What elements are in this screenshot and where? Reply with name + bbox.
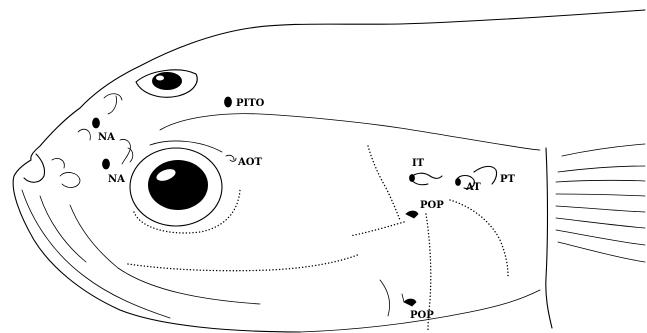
label-na-upper: NA xyxy=(98,132,115,143)
label-na-lower: NA xyxy=(108,174,125,185)
lateral-eye xyxy=(130,141,240,233)
label-pt: PT xyxy=(500,174,516,185)
head-outline xyxy=(13,10,645,332)
label-pop-upper: POP xyxy=(420,200,444,211)
label-aot: AOT xyxy=(237,157,262,168)
dorsal-eye xyxy=(136,70,197,97)
label-it: IT xyxy=(412,158,425,169)
label-pop-lower: POP xyxy=(410,310,434,321)
label-at: AT xyxy=(465,182,481,193)
label-pito: PITO xyxy=(236,98,265,109)
sensory-canals xyxy=(128,97,508,330)
